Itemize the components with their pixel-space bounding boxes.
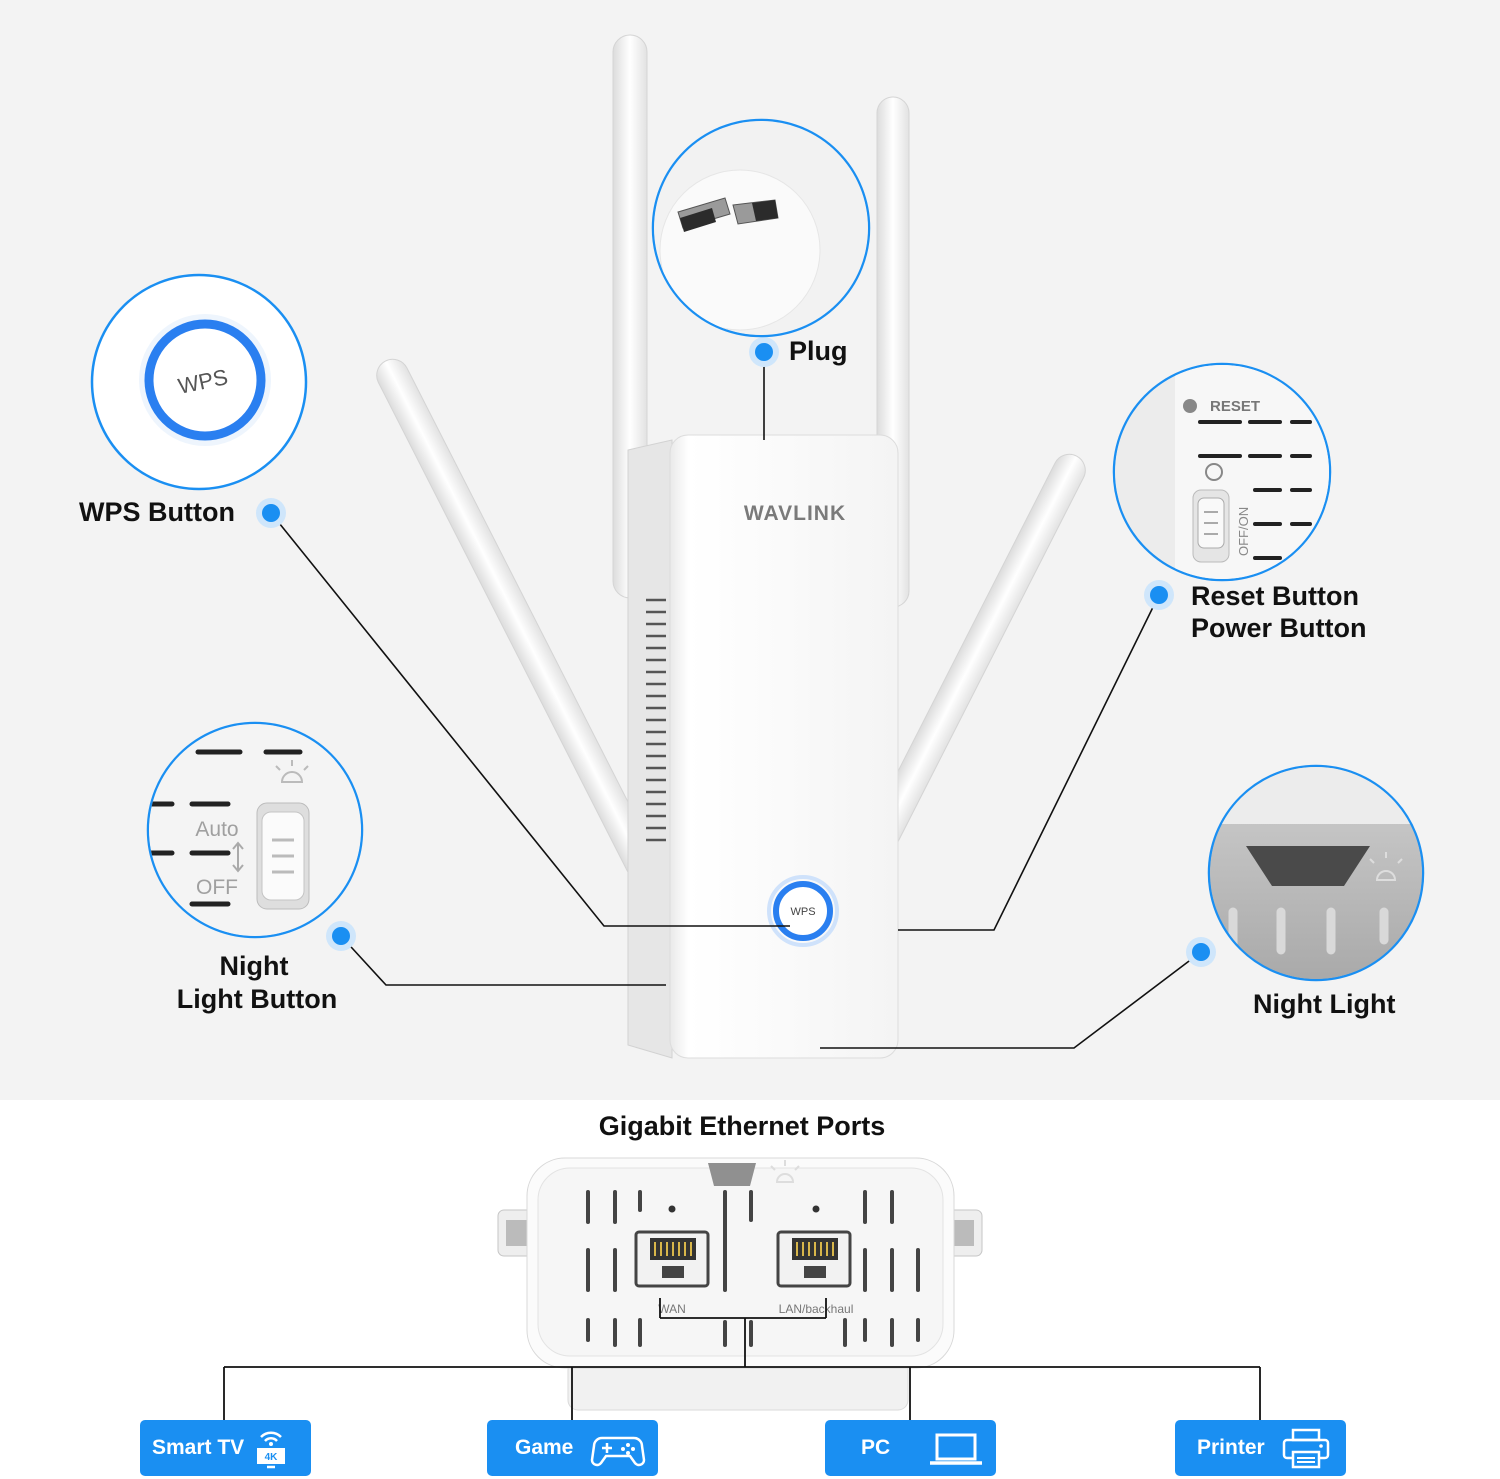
device-game: Game bbox=[487, 1420, 658, 1476]
reset-label: RESET bbox=[1210, 398, 1260, 415]
night-switch-off: OFF bbox=[196, 876, 238, 899]
printer-icon bbox=[1282, 1428, 1330, 1469]
reset-zoom-circle: RESET OFF/ON bbox=[1112, 362, 1332, 582]
router-side bbox=[627, 439, 673, 1059]
device-label: Printer bbox=[1197, 1436, 1265, 1459]
plug-zoom-circle bbox=[651, 118, 871, 338]
night-light-label: Night Light bbox=[1253, 989, 1396, 1019]
plug-label: Plug bbox=[789, 336, 848, 366]
night-light-zoom-circle bbox=[1207, 764, 1425, 982]
night-light-button-label-2: Light Button bbox=[176, 984, 338, 1014]
callout-dots bbox=[256, 337, 1216, 967]
brand-logo: WAVLINK bbox=[744, 502, 846, 525]
night-button-zoom-circle: Auto OFF bbox=[146, 721, 364, 939]
power-switch-label: OFF/ON bbox=[1236, 507, 1251, 556]
device-label: Smart TV bbox=[152, 1436, 245, 1459]
laptop-icon bbox=[930, 1433, 982, 1465]
device-label: Game bbox=[515, 1436, 574, 1459]
router-wps-label: WPS bbox=[790, 906, 815, 918]
leader-lines bbox=[270, 352, 1202, 1049]
connection-lines bbox=[223, 1298, 1261, 1420]
device-pc: PC bbox=[825, 1420, 996, 1476]
wan-port bbox=[634, 1230, 710, 1288]
wan-label: WAN bbox=[658, 1302, 686, 1316]
wps-button-label: WPS Button bbox=[79, 497, 235, 527]
light-symbol-icon bbox=[275, 760, 309, 783]
device-label: PC bbox=[861, 1436, 891, 1459]
night-light-button-label-1: Night bbox=[219, 951, 289, 981]
ethernet-port-panel: WAN LAN/backhaul bbox=[497, 1157, 983, 1411]
lan-port bbox=[776, 1230, 852, 1288]
tv-badge: 4K bbox=[265, 1452, 279, 1463]
night-switch-auto: Auto bbox=[195, 818, 238, 841]
router-body: WAVLINK WPS bbox=[669, 434, 899, 1059]
gamepad-icon bbox=[590, 1436, 646, 1467]
router-wps-button bbox=[773, 881, 833, 941]
wps-zoom-circle: WPS bbox=[90, 273, 308, 491]
power-button-label: Power Button bbox=[1191, 613, 1367, 643]
device-printer: Printer bbox=[1175, 1420, 1346, 1476]
lan-label: LAN/backhaul bbox=[779, 1302, 854, 1316]
device-smart-tv: Smart TV 4K bbox=[140, 1420, 311, 1476]
reset-button-label: Reset Button bbox=[1191, 581, 1359, 611]
ports-title: Gigabit Ethernet Ports bbox=[598, 1111, 886, 1141]
tv-wifi-icon: 4K bbox=[257, 1431, 285, 1469]
